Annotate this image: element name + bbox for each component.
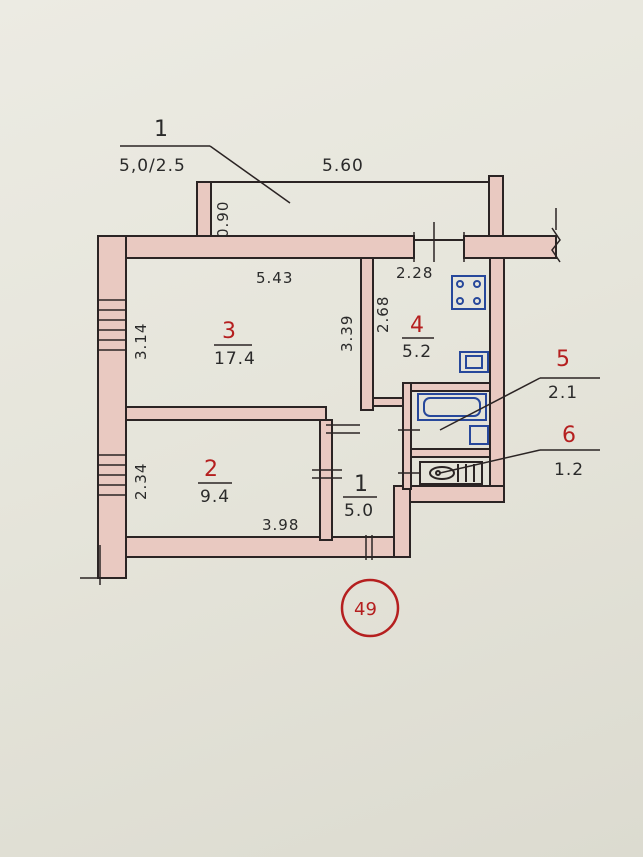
window-marks (80, 208, 561, 585)
plumbing-fixtures (417, 275, 489, 485)
room3-partition-dim: 3.39 (338, 315, 356, 352)
bathtub-icon (417, 393, 487, 421)
room4-number: 4 (410, 313, 424, 338)
room1-area: 5.0 (344, 501, 374, 521)
room2-height-dim: 2.34 (132, 463, 150, 500)
room5-number: 5 (556, 347, 570, 372)
room3-number: 3 (222, 319, 236, 344)
room1-number: 1 (354, 472, 368, 497)
room3-area: 17.4 (214, 349, 256, 369)
room2-number: 2 (204, 457, 218, 482)
walls (97, 235, 557, 579)
room5-area: 2.1 (548, 383, 578, 403)
apartment-number-badge: 49 (340, 578, 400, 638)
stove-icon (451, 275, 486, 310)
room2-width-dim: 3.98 (262, 516, 299, 534)
door-marks (312, 424, 420, 560)
room6-area: 1.2 (554, 460, 584, 480)
kitchen-sink-icon (459, 351, 489, 373)
room2-area: 9.4 (200, 487, 230, 507)
balcony-label: 1 (154, 117, 168, 142)
balcony-area: 5,0/2.5 (119, 156, 186, 176)
room6-number: 6 (562, 423, 576, 448)
kitchen-height-dim: 2.68 (374, 296, 392, 333)
room3-height-dim: 3.14 (132, 323, 150, 360)
kitchen-width-dim: 2.28 (396, 264, 433, 282)
leader-lines (120, 145, 600, 474)
apartment-number: 49 (354, 599, 377, 620)
washbasin-icon (469, 425, 489, 445)
toilet-icon (419, 461, 483, 485)
room3-width-dim: 5.43 (256, 269, 293, 287)
balcony (196, 175, 504, 241)
room4-area: 5.2 (402, 342, 432, 362)
balcony-depth: 0.90 (214, 201, 232, 238)
balcony-length: 5.60 (322, 156, 364, 176)
